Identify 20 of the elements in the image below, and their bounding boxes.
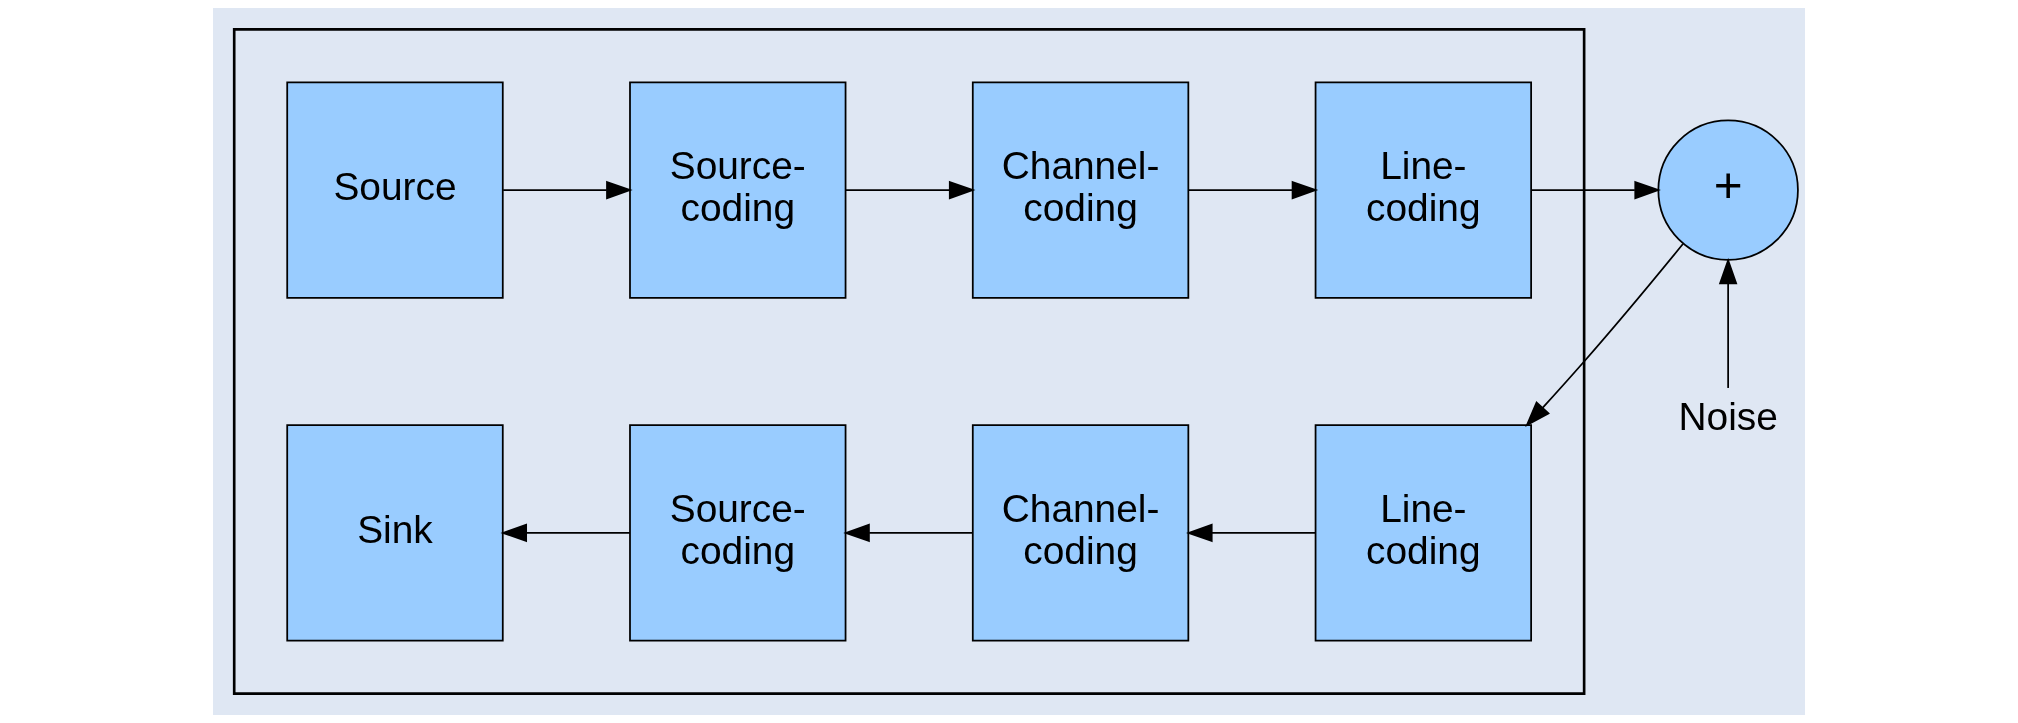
node-box: Source- coding <box>629 424 847 642</box>
node-box: Source- coding <box>629 81 847 299</box>
node-box: Line- coding <box>1314 424 1532 642</box>
node-text: Noise <box>1678 394 1778 438</box>
arrow <box>500 523 631 543</box>
arrow <box>843 523 974 543</box>
node-box: Sink <box>286 424 504 642</box>
arrow <box>1530 180 1661 200</box>
cluster <box>232 28 1586 695</box>
arrow <box>1186 523 1317 543</box>
arrow <box>1718 257 1738 389</box>
node-box: Line- coding <box>1314 81 1532 299</box>
node-box: Channel- coding <box>971 424 1190 642</box>
node-box: Source <box>286 81 504 299</box>
arrow <box>1187 180 1319 200</box>
node-circle: + <box>1657 119 1799 261</box>
arrow <box>1525 243 1684 427</box>
node-box: Channel- coding <box>971 81 1190 299</box>
arrow <box>502 180 633 200</box>
arrow <box>845 180 976 200</box>
